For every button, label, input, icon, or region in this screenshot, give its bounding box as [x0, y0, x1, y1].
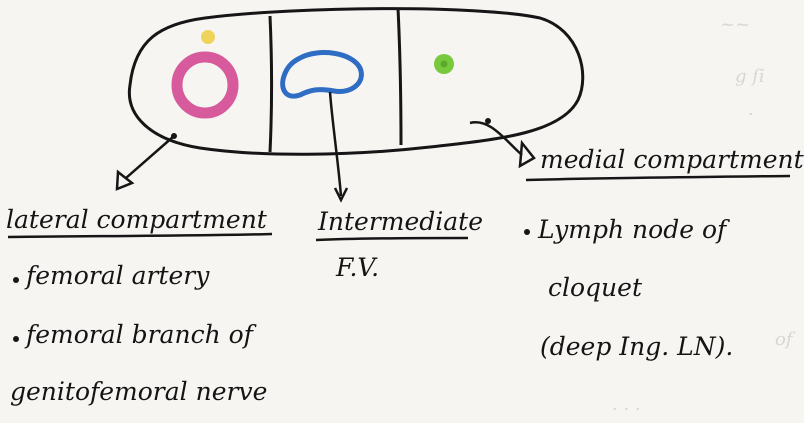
medial-bullet-1-icon [524, 229, 530, 235]
intermediate-heading: Intermediate [317, 207, 483, 236]
lateral-heading-underline [8, 234, 272, 237]
medial-arrowhead-icon [520, 143, 534, 166]
femoral-artery-ring [177, 57, 233, 113]
medial-item-1: Lymph node of [537, 215, 730, 244]
medial-heading-underline [526, 176, 790, 180]
svg-text:g ſi: g ſi [735, 66, 765, 87]
femoral-sheath-outline [129, 9, 582, 155]
divider-intermediate-medial [398, 8, 401, 145]
lateral-pointer-line [126, 136, 174, 178]
svg-text:of: of [775, 329, 796, 350]
lateral-bullet-1-icon [13, 277, 19, 283]
lateral-heading: lateral compartment [6, 205, 268, 234]
medial-pointer-dot [485, 118, 491, 124]
lymph-node-center [441, 61, 448, 68]
lateral-bullet-2-icon [13, 336, 19, 342]
medial-item-2: cloquet [548, 273, 643, 302]
femoral-vein-shape [283, 53, 362, 97]
intermediate-pointer-line [330, 92, 341, 196]
svg-text:·: · [748, 104, 754, 125]
lateral-item-1: femoral artery [24, 261, 210, 290]
lateral-item-2: femoral branch of [24, 320, 257, 349]
intermediate-heading-underline [316, 238, 468, 240]
medial-heading: medial compartment [540, 145, 804, 174]
lateral-item-3: genitofemoral nerve [10, 377, 267, 406]
svg-text:· · ·: · · · [612, 399, 641, 420]
yellow-dot-icon [201, 30, 215, 44]
intermediate-item-1: F.V. [335, 253, 379, 282]
svg-text:~~: ~~ [720, 14, 750, 35]
divider-lateral-intermediate [270, 16, 272, 152]
medial-item-3: (deep Ing. LN). [540, 332, 733, 361]
